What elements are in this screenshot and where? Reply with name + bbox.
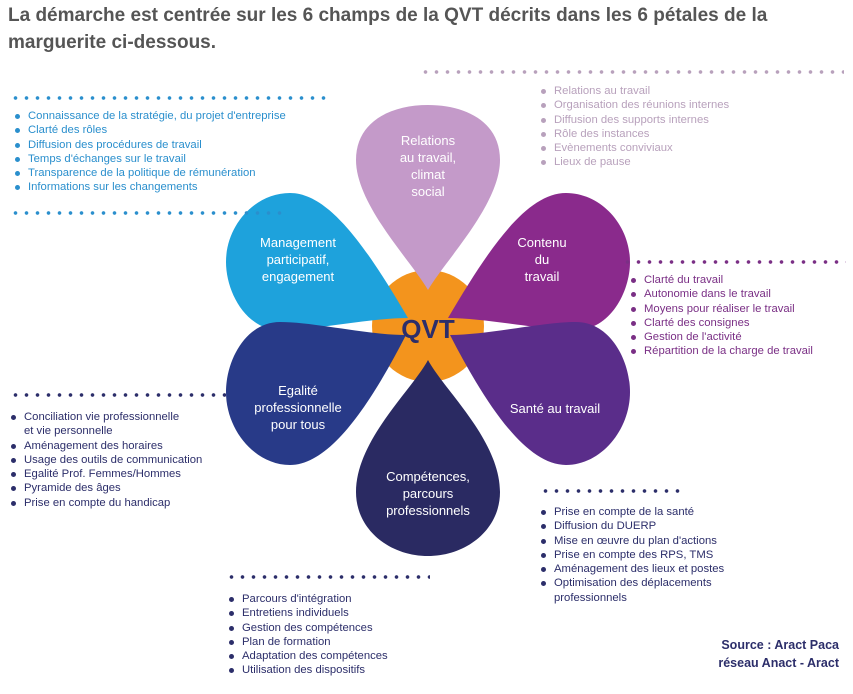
list-item: Plan de formation	[228, 635, 388, 649]
source-line-1: Source : Aract Paca	[721, 638, 839, 652]
list-item: Utilisation des dispositifs	[228, 663, 388, 677]
petal-management	[226, 193, 408, 330]
list-item: Clarté des consignes	[630, 316, 813, 330]
list-item: Informations sur les changements	[14, 180, 286, 194]
petal-contenu	[448, 193, 630, 330]
list-item: Diffusion des supports internes	[540, 113, 729, 127]
petal-label-competences: Compétences, parcours professionnels	[386, 469, 470, 518]
dots-management-bottom	[10, 211, 282, 215]
page-heading: La démarche est centrée sur les 6 champs…	[8, 5, 768, 53]
petal-label-sante: Santé au travail	[509, 401, 601, 416]
list-item: Diffusion des procédures de travail	[14, 138, 286, 152]
petal-label-egalite: Egalité professionnelle pour tous	[254, 383, 342, 432]
dots-management-top	[10, 96, 326, 100]
list-item: Prise en compte des RPS, TMS	[540, 548, 724, 562]
dots-egalite	[10, 393, 226, 397]
source-credit: Source : Aract Paca réseau Anact - Aract	[718, 636, 839, 672]
list-item: Connaissance de la stratégie, du projet …	[14, 109, 286, 123]
list-item: Diffusion du DUERP	[540, 519, 724, 533]
petal-label-contenu: Contenu du travail	[517, 235, 567, 284]
petal-label-relations: Relations au travail, climat social	[399, 133, 457, 199]
list-item: Gestion des compétences	[228, 621, 388, 635]
dots-relations	[420, 70, 844, 74]
center-label: QVT	[401, 314, 455, 344]
dots-competences	[226, 575, 430, 579]
list-management: Connaissance de la stratégie, du projet …	[14, 109, 286, 195]
list-item: Usage des outils de communication	[10, 453, 202, 467]
list-item: Lieux de pause	[540, 155, 729, 169]
list-item: Organisation des réunions internes	[540, 98, 729, 112]
list-item: Temps d'échanges sur le travail	[14, 152, 286, 166]
list-item: Adaptation des compétences	[228, 649, 388, 663]
list-item: Clarté des rôles	[14, 123, 286, 137]
dots-contenu	[622, 260, 846, 264]
list-item: Evènements conviviaux	[540, 141, 729, 155]
list-item: Optimisation des déplacements profession…	[540, 576, 724, 605]
list-item: Relations au travail	[540, 84, 729, 98]
list-item: Entretiens individuels	[228, 606, 388, 620]
list-item: Aménagement des horaires	[10, 439, 202, 453]
list-item: Aménagement des lieux et postes	[540, 562, 724, 576]
petal-competences	[356, 360, 500, 556]
source-line-2: réseau Anact - Aract	[718, 656, 839, 670]
list-item: Transparence de la politique de rémunéra…	[14, 166, 286, 180]
list-item: Prise en compte de la santé	[540, 505, 724, 519]
petal-label-management: Management participatif, engagement	[260, 235, 336, 284]
list-item: Prise en compte du handicap	[10, 496, 202, 510]
list-item: Autonomie dans le travail	[630, 287, 813, 301]
list-item: Mise en œuvre du plan d'actions	[540, 534, 724, 548]
list-item: Répartition de la charge de travail	[630, 344, 813, 358]
list-item: Egalité Prof. Femmes/Hommes	[10, 467, 202, 481]
list-egalite: Conciliation vie professionnelle et vie …	[10, 410, 202, 510]
petal-egalite	[226, 322, 406, 465]
list-item: Rôle des instances	[540, 127, 729, 141]
center-circle	[372, 270, 484, 382]
dots-sante	[540, 489, 684, 493]
list-item: Pyramide des âges	[10, 481, 202, 495]
petal-sante	[450, 322, 630, 465]
list-item: Conciliation vie professionnelle et vie …	[10, 410, 202, 439]
petal-relations	[356, 105, 500, 290]
list-item: Clarté du travail	[630, 273, 813, 287]
list-item: Gestion de l'activité	[630, 330, 813, 344]
list-item: Parcours d'intégration	[228, 592, 388, 606]
list-item: Moyens pour réaliser le travail	[630, 302, 813, 316]
